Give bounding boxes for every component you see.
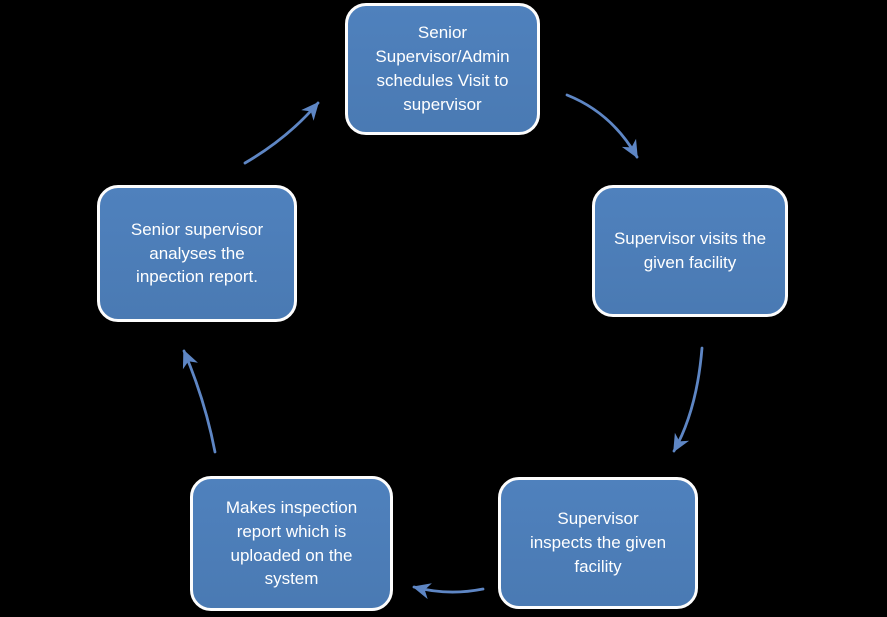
node-supervisor-inspects-label: Supervisor inspects the given facility <box>529 509 667 576</box>
node-analyses-report: Senior supervisor analyses the inpection… <box>97 185 297 322</box>
arrow-visit-to-inspect <box>672 346 704 453</box>
node-makes-report-label: Makes inspection report which is uploade… <box>225 497 358 589</box>
node-schedule-visit-label: Senior Supervisor/Admin schedules Visit … <box>375 23 510 114</box>
node-supervisor-inspects: Supervisor inspects the given facility <box>498 477 698 609</box>
arrow-inspect-to-report <box>412 583 485 600</box>
arrow-report-to-analyse <box>182 349 217 454</box>
node-supervisor-visits-label: Supervisor visits the given facility <box>613 229 767 272</box>
node-schedule-visit: Senior Supervisor/Admin schedules Visit … <box>345 3 540 135</box>
arrow-analyse-to-schedule <box>243 101 320 165</box>
node-analyses-report-label: Senior supervisor analyses the inpection… <box>130 219 264 287</box>
node-supervisor-visits: Supervisor visits the given facility <box>592 185 788 317</box>
node-makes-report: Makes inspection report which is uploade… <box>190 476 393 611</box>
arrow-schedule-to-visit <box>565 93 639 159</box>
